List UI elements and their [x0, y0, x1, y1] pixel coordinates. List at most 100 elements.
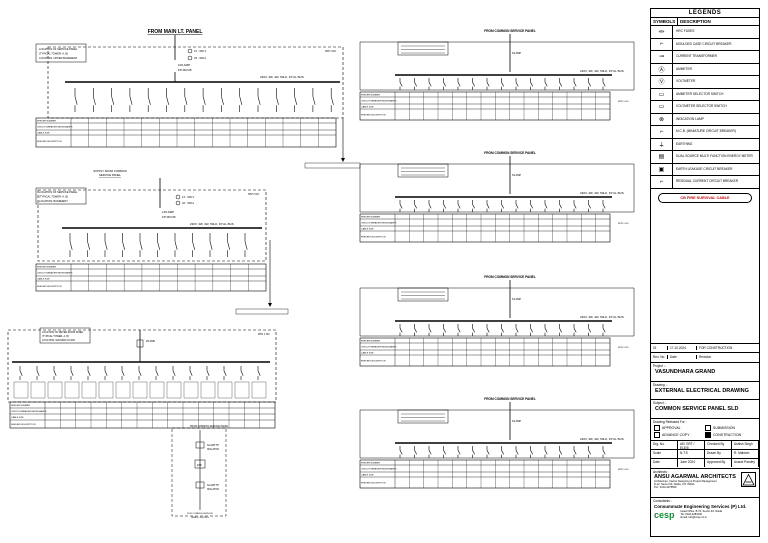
- rev-date: 17.10.2024: [668, 346, 697, 350]
- supply-note-box: [35, 187, 87, 205]
- checkbox-icon: [654, 425, 660, 432]
- legend-header: SYMBOLS DESCRIPTION: [651, 18, 759, 26]
- meter-box: [98, 381, 114, 399]
- meter-box: [183, 381, 199, 399]
- common-panel-boundary: [359, 163, 635, 213]
- panel-tag: MTR 1 NO.: [618, 347, 629, 349]
- project-block: Project :- VASUNDHARA GRAND: [651, 362, 759, 377]
- mcb-icon: [588, 82, 591, 87]
- main-feeder-table: [35, 117, 337, 148]
- legend-item: ⊸CURRENT TRANSFORMER: [651, 51, 759, 64]
- mcb-icon: [399, 328, 403, 333]
- legend-item-label: M.C.B. (MINIATURE CIRCUIT BREAKER): [676, 129, 736, 134]
- checked-by-label: Checked By: [705, 441, 732, 449]
- mcb-icon: [530, 204, 533, 209]
- consultant-logo: cesp: [654, 510, 675, 520]
- rccb-icon: ⌐: [651, 176, 673, 188]
- architect-line: PH : 0120-4275500: [654, 486, 677, 490]
- mcb-icon: [414, 328, 417, 333]
- common-panel-boundary: [359, 287, 635, 337]
- ct-icon: ⊸: [651, 51, 673, 63]
- mcb-icon: [257, 370, 261, 376]
- meter-label: 3X - 500 A: [194, 56, 206, 60]
- earth-icon: ⏚: [651, 138, 673, 150]
- revision-header: Rev. No. Date Revision: [651, 352, 759, 361]
- date-label: Date: [651, 459, 678, 467]
- supply-note: (TYPICAL TOWER- A, B): [39, 195, 68, 199]
- incomer-label: FP MCCB: [178, 68, 191, 72]
- mcb-icon: [602, 204, 606, 209]
- mcb-icon: [157, 241, 160, 250]
- drawing-block: Drawing :- EXTERNAL ELECTRICAL DRAWING: [651, 381, 759, 396]
- architect-line: Architecture, Interior Designing & Proje…: [654, 480, 717, 483]
- common-panel-title: FROM COMMON SERVICE PANEL: [484, 397, 535, 401]
- drawing-name: EXTERNAL ELECTRICAL DRAWING: [655, 388, 749, 394]
- mcb-icon: [457, 450, 461, 455]
- mcb-icon: [87, 241, 90, 250]
- mcb-icon: [399, 450, 403, 455]
- panel-tag: MTR 1 NO.: [618, 223, 629, 225]
- release-option-label: ADVANCE COPY: [662, 433, 690, 437]
- mcb-icon: [486, 204, 490, 209]
- mcb-icon: [559, 328, 562, 333]
- mcb-icon: [457, 82, 461, 87]
- mcb-icon: [104, 370, 108, 376]
- mcb-icon: [515, 328, 519, 333]
- table-row-label: FEEDER DESCRIPTION: [37, 286, 62, 288]
- meter-box: [30, 381, 46, 399]
- panel-tag: SPP 1 NO.: [325, 50, 337, 53]
- table-row-label: CIRCUIT BREAKER RATING/AMPS: [37, 272, 73, 275]
- consultant-line: Tel: 0120-4281000: [680, 513, 703, 517]
- common-feeder-table: [359, 91, 611, 121]
- release-option: ADVANCE COPY: [654, 432, 705, 439]
- release-block: Drawing Released For : APPROVAL SUBMISSI…: [651, 418, 759, 440]
- consultant-block: Consultants : Consummate Engineering Ser…: [651, 497, 759, 538]
- ammeter-icon: [175, 200, 181, 206]
- main-panel-boundary: [47, 46, 344, 119]
- isolator-label: 32 AMP TP: [207, 444, 219, 447]
- meter-box: [234, 381, 250, 399]
- elcb-icon: ▣: [651, 163, 673, 175]
- supply-panel-title: SUPPLY FROM COMMON: [93, 169, 127, 173]
- mcb-icon: [166, 96, 169, 105]
- mcb-icon: [206, 370, 210, 376]
- incomer-label: 100 AMP: [178, 63, 190, 67]
- voltmeter-icon: [187, 48, 193, 54]
- mcb-icon: [501, 450, 504, 455]
- panel-tag: MTR 1 NO.: [618, 469, 629, 471]
- table-row-label: FEEDER DESCRIPTION: [361, 361, 386, 363]
- consultant-line: Head Office: B-72, Sector-63, Noida: [680, 510, 722, 513]
- mcb-icon: [443, 82, 446, 87]
- meter-box: [81, 381, 97, 399]
- incomer-label: 63 AMP: [512, 173, 521, 177]
- mcb-icon: [559, 204, 562, 209]
- main-panel-title: FROM MAIN LT. PANEL: [148, 29, 203, 35]
- mcb-icon: [104, 241, 108, 250]
- mcb-icon: [472, 204, 475, 209]
- scale-value: N.T.S: [678, 450, 705, 458]
- legend-list: ⏛HRC FUSES⌐MOULDED CASE CIRCUIT BREAKER⊸…: [651, 26, 759, 189]
- mcb-icon: [19, 370, 23, 376]
- table-row-label: CIRCUIT BREAKER RATING/AMPS: [361, 100, 397, 103]
- table-row-label: FEEDER NUMBER: [361, 463, 380, 465]
- table-row-label: CIRCUIT BREAKER RATING/AMPS: [361, 222, 397, 225]
- mcb-icon: [294, 96, 298, 105]
- arrow-icon: [268, 303, 272, 307]
- ammeter-switch-icon: ▭: [651, 88, 673, 100]
- table-row-label: FEEDER DESCRIPTION: [361, 237, 386, 239]
- mcb-icon: [138, 370, 142, 376]
- mcb-icon: ⌐: [651, 126, 673, 138]
- table-row-label: CIRCUIT BREAKER RATING/AMPS: [37, 126, 73, 129]
- table-row-label: CIRCUIT BREAKER RATING/AMPS: [361, 346, 397, 349]
- meter-box: [64, 381, 80, 399]
- incomer-label: 63 AMP: [512, 297, 521, 301]
- voltmeter-switch-icon: ▭: [651, 101, 673, 113]
- incomer-label: 125 AMP: [162, 210, 174, 214]
- kwh-meter-icon: [136, 339, 144, 348]
- mcb-icon: [257, 96, 261, 105]
- supply-feeder-table: [35, 263, 267, 292]
